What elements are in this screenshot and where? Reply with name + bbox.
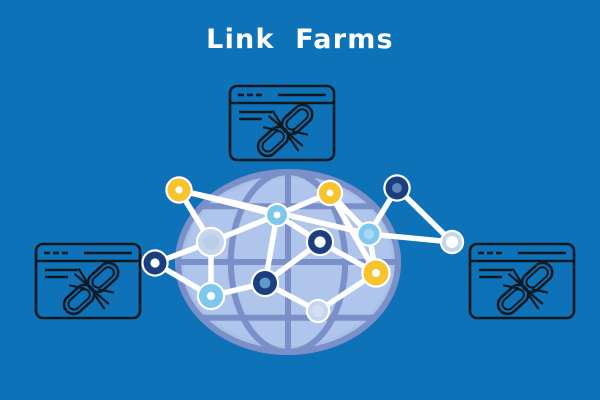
chain-link-upper-outer bbox=[520, 261, 554, 294]
navy-node-top-right-core bbox=[392, 183, 402, 193]
navy-node-far-left-core bbox=[150, 258, 160, 268]
break-spark-5 bbox=[528, 294, 540, 310]
network-edge bbox=[366, 231, 455, 245]
network-nodes bbox=[141, 174, 465, 324]
chain-link-upper bbox=[86, 261, 120, 294]
cyan-node-right-core bbox=[363, 228, 375, 240]
break-spark-4 bbox=[98, 288, 115, 294]
chain-link-lower-outer bbox=[62, 283, 96, 316]
chain-link-upper-outer bbox=[280, 103, 314, 136]
break-spark-4 bbox=[532, 288, 549, 294]
network-node[interactable] bbox=[439, 229, 465, 255]
break-spark-2 bbox=[272, 110, 283, 126]
chain-link-upper-inner bbox=[525, 266, 549, 289]
yellow-node-top-mid-core bbox=[326, 189, 334, 197]
chain-link-lower-outer bbox=[496, 283, 530, 316]
browser-icons bbox=[34, 84, 576, 320]
network-node[interactable] bbox=[316, 179, 344, 207]
break-spark-5 bbox=[94, 294, 106, 310]
break-spark-0 bbox=[74, 273, 90, 287]
network-edge bbox=[327, 190, 379, 276]
navy-node-lower-mid-core bbox=[259, 277, 271, 289]
chain-link-lower-inner bbox=[261, 130, 285, 153]
network-node[interactable] bbox=[383, 174, 411, 202]
chain-link-lower bbox=[62, 283, 96, 316]
network-node[interactable] bbox=[165, 176, 193, 204]
chain-link-lower-inner bbox=[501, 288, 525, 311]
network-node[interactable] bbox=[141, 249, 169, 277]
chain-link-upper-outer bbox=[86, 261, 120, 294]
broken-link-browser-window-right[interactable] bbox=[468, 242, 576, 320]
chain-link-lower bbox=[256, 125, 290, 158]
break-spark-2 bbox=[78, 268, 89, 284]
yellow-node-lower-right-core bbox=[372, 269, 380, 277]
break-spark-4 bbox=[292, 130, 309, 136]
broken-link-browser-window-top[interactable] bbox=[228, 84, 336, 162]
pale-node-left-core bbox=[203, 234, 219, 250]
chain-link-lower bbox=[496, 283, 530, 316]
chain-link-upper bbox=[520, 261, 554, 294]
chain-link-upper-inner bbox=[285, 108, 309, 131]
break-spark-3 bbox=[528, 291, 544, 305]
navy-node-center-core bbox=[314, 236, 326, 248]
network-node[interactable] bbox=[305, 227, 335, 257]
chain-link-lower-outer bbox=[256, 125, 290, 158]
break-spark-3 bbox=[94, 291, 110, 305]
break-spark-2 bbox=[512, 268, 523, 284]
page-title: Link Farms bbox=[206, 24, 394, 55]
chain-link-upper bbox=[280, 103, 314, 136]
yellow-node-top-left-core bbox=[175, 186, 183, 194]
break-spark-1 bbox=[69, 284, 86, 290]
cyan-node-lower-left-core bbox=[207, 292, 215, 300]
chain-link-lower-inner bbox=[67, 288, 91, 311]
break-spark-0 bbox=[268, 115, 284, 129]
break-spark-0 bbox=[508, 273, 524, 287]
network-node[interactable] bbox=[196, 281, 226, 311]
break-spark-3 bbox=[288, 133, 304, 147]
network-node[interactable] bbox=[356, 221, 382, 247]
break-spark-1 bbox=[503, 284, 520, 290]
break-spark-5 bbox=[288, 136, 300, 152]
break-spark-1 bbox=[263, 126, 280, 132]
network-node[interactable] bbox=[361, 258, 391, 288]
pale-node-bottom-core bbox=[312, 305, 324, 317]
network-node[interactable] bbox=[305, 298, 331, 324]
cyan-node-upper-mid-core bbox=[273, 211, 281, 219]
network-node[interactable] bbox=[250, 268, 280, 298]
chain-link-upper-inner bbox=[91, 266, 115, 289]
white-node-far-right-core bbox=[446, 236, 458, 248]
globe-meridian-3 bbox=[227, 169, 349, 355]
network-node[interactable] bbox=[264, 202, 290, 228]
network-node[interactable] bbox=[195, 226, 227, 258]
broken-link-browser-window-left[interactable] bbox=[34, 242, 142, 320]
